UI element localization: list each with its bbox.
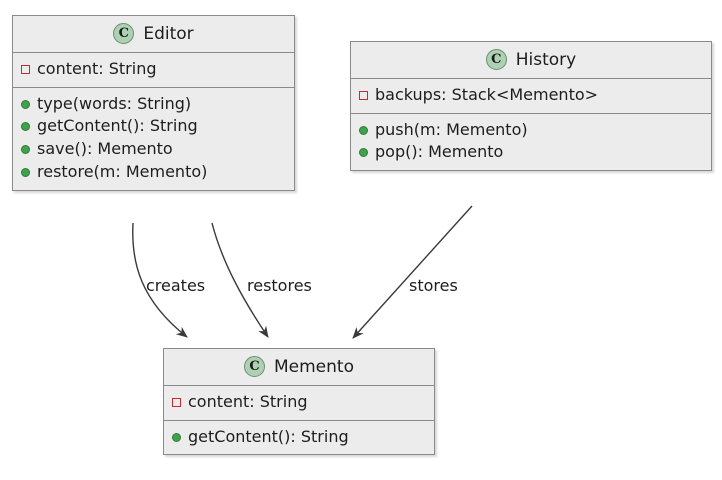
field-label: backups: Stack<Memento>: [375, 85, 599, 104]
class-fields-memento: content: String: [164, 385, 434, 420]
class-methods-history: push(m: Memento) pop(): Memento: [351, 112, 711, 170]
public-method-icon: [359, 125, 368, 135]
method-label: push(m: Memento): [375, 119, 528, 139]
method-row: getContent(): String: [21, 115, 286, 138]
method-label: restore(m: Memento): [37, 161, 208, 181]
relation-edge-restores: [211, 222, 269, 338]
field-row: content: String: [172, 391, 426, 414]
public-method-icon: [21, 145, 30, 155]
public-method-icon: [21, 167, 30, 177]
class-fields-history: backups: Stack<Memento>: [351, 78, 711, 113]
class-methods-editor: type(words: String) getContent(): String…: [13, 86, 294, 190]
class-icon: C: [113, 23, 135, 44]
method-label: getContent(): String: [188, 426, 349, 446]
private-field-icon: [21, 64, 30, 74]
class-name-label: Memento: [274, 356, 354, 377]
public-method-icon: [172, 432, 181, 442]
class-fields-editor: content: String: [13, 52, 294, 87]
method-row: getContent(): String: [172, 426, 426, 449]
class-box-editor[interactable]: C Editor content: String type(words: Str…: [12, 15, 295, 191]
class-icon: C: [485, 49, 507, 70]
relation-edge-creates: [132, 222, 188, 338]
method-row: type(words: String): [21, 93, 286, 116]
method-row: push(m: Memento): [359, 119, 703, 142]
method-row: pop(): Memento: [359, 141, 703, 164]
class-title-history: C History: [351, 42, 711, 78]
relation-label-restores: restores: [247, 276, 312, 295]
method-label: pop(): Memento: [375, 142, 504, 162]
public-method-icon: [21, 99, 30, 109]
class-methods-memento: getContent(): String: [164, 419, 434, 455]
class-box-history[interactable]: C History backups: Stack<Memento> push(m…: [350, 41, 712, 172]
method-label: save(): Memento: [37, 139, 173, 159]
field-label: content: String: [37, 59, 157, 78]
class-name-label: Editor: [143, 23, 194, 44]
method-label: getContent(): String: [37, 116, 198, 136]
field-row: content: String: [21, 58, 286, 81]
class-title-memento: C Memento: [164, 349, 434, 385]
method-row: save(): Memento: [21, 138, 286, 161]
field-label: content: String: [188, 392, 308, 411]
private-field-icon: [359, 90, 368, 100]
relation-label-creates: creates: [146, 276, 206, 295]
relation-label-stores: stores: [409, 276, 458, 295]
class-box-memento[interactable]: C Memento content: String getContent(): …: [163, 348, 435, 456]
method-row: restore(m: Memento): [21, 161, 286, 184]
public-method-icon: [359, 148, 368, 158]
class-icon: C: [244, 356, 265, 377]
public-method-icon: [21, 122, 30, 132]
private-field-icon: [172, 397, 181, 407]
relation-edge-stores: [352, 205, 473, 339]
class-name-label: History: [515, 49, 577, 70]
method-label: type(words: String): [37, 93, 192, 113]
field-row: backups: Stack<Memento>: [359, 84, 703, 107]
class-title-editor: C Editor: [13, 16, 294, 52]
